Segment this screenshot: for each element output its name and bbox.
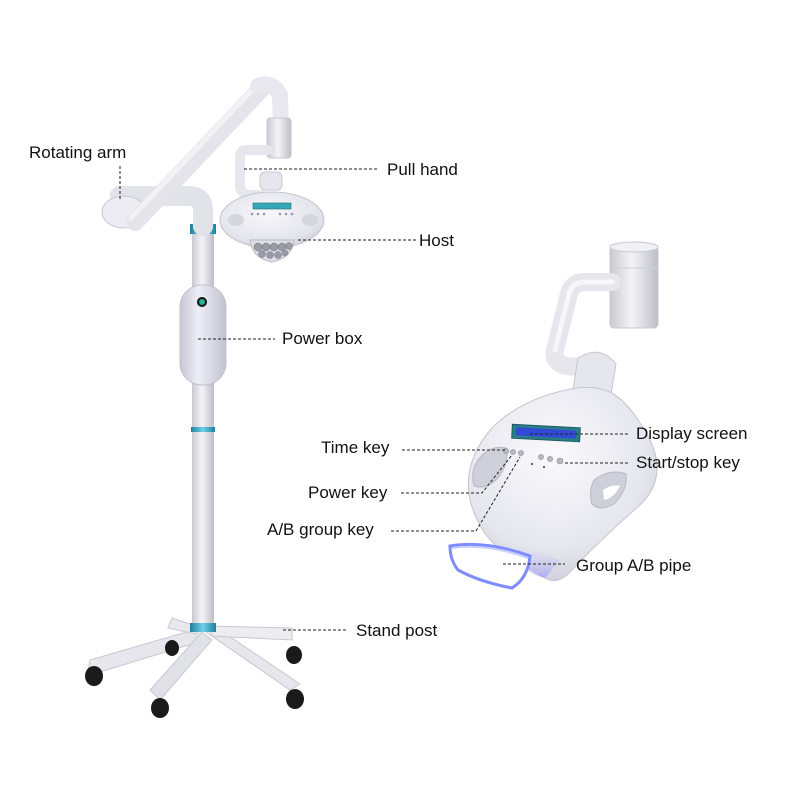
label-stand-post: Stand post bbox=[356, 621, 438, 640]
label-ab-group-key: A/B group key bbox=[267, 520, 374, 539]
label-time-key: Time key bbox=[321, 438, 390, 457]
floor-stand-lamp bbox=[85, 76, 325, 718]
rotating-arm bbox=[126, 79, 271, 231]
host-closeup bbox=[448, 241, 659, 590]
label-rotating-arm: Rotating arm bbox=[29, 143, 127, 162]
closeup-led-pipe bbox=[448, 542, 532, 590]
leader-lines bbox=[119, 166, 628, 631]
label-pull-hand: Pull hand bbox=[387, 160, 458, 179]
base-collar bbox=[190, 623, 216, 632]
stand-base bbox=[85, 617, 304, 718]
ab-group-key bbox=[518, 450, 524, 456]
label-power-key: Power key bbox=[308, 483, 388, 502]
label-group-ab-pipe: Group A/B pipe bbox=[576, 556, 692, 575]
power-key bbox=[510, 449, 516, 455]
middle-collar bbox=[191, 427, 215, 432]
host-led-array bbox=[253, 242, 293, 259]
closeup-keys bbox=[503, 448, 564, 468]
label-start-stop-key: Start/stop key bbox=[636, 453, 740, 472]
label-power-box: Power box bbox=[282, 329, 363, 348]
time-key bbox=[503, 448, 509, 454]
pull-hand bbox=[266, 117, 292, 159]
label-host: Host bbox=[419, 231, 454, 250]
label-display-screen: Display screen bbox=[636, 424, 748, 443]
start-stop-key bbox=[556, 457, 564, 465]
power-box bbox=[179, 284, 227, 386]
host-display bbox=[252, 202, 292, 210]
